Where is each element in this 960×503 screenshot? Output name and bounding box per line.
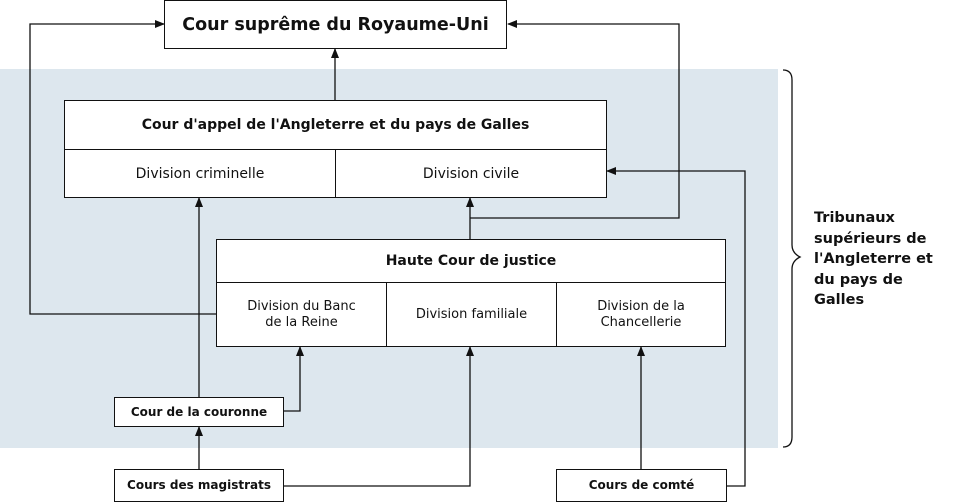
appeal-court-title-box: Cour d'appel de l'Angleterre et du pays … xyxy=(64,100,607,150)
supreme-court-box: Cour suprême du Royaume-Uni xyxy=(164,0,507,49)
senior-courts-label: Tribunaux supérieurs de l'Angleterre et … xyxy=(814,210,933,308)
high-court-title-box: Haute Cour de justice xyxy=(216,239,726,283)
appeal-court-title: Cour d'appel de l'Angleterre et du pays … xyxy=(141,117,530,133)
magistrates-courts-label: Cours des magistrats xyxy=(127,478,271,492)
edge-high-to-supreme xyxy=(470,20,680,219)
supreme-court-label: Cour suprême du Royaume-Uni xyxy=(182,14,489,35)
edge-magistrates-to-family xyxy=(284,346,474,487)
edge-crown-to-qb xyxy=(284,346,304,412)
kings-bench-division-label: Division du Banc de la Reine xyxy=(247,298,356,330)
family-division-box: Division familiale xyxy=(386,282,557,347)
kings-bench-division-box: Division du Banc de la Reine xyxy=(216,282,387,347)
family-division-label: Division familiale xyxy=(415,306,528,322)
civil-division-box: Division civile xyxy=(335,149,607,198)
county-courts-label: Cours de comté xyxy=(588,478,695,492)
civil-division-label: Division civile xyxy=(422,165,520,182)
criminal-division-label: Division criminelle xyxy=(135,165,265,182)
brace xyxy=(782,69,802,448)
chancery-division-box: Division de la Chancellerie xyxy=(556,282,726,347)
high-court-title: Haute Cour de justice xyxy=(385,253,557,269)
chancery-division-label: Division de la Chancellerie xyxy=(597,298,685,330)
crown-court-label: Cour de la couronne xyxy=(130,404,268,419)
crown-court-box: Cour de la couronne xyxy=(114,397,284,427)
county-courts-box: Cours de comté xyxy=(556,469,727,502)
edge-county-to-civil xyxy=(606,167,746,487)
magistrates-courts-box: Cours des magistrats xyxy=(114,469,284,502)
edge-qb-to-supreme xyxy=(29,20,217,315)
criminal-division-box: Division criminelle xyxy=(64,149,336,198)
